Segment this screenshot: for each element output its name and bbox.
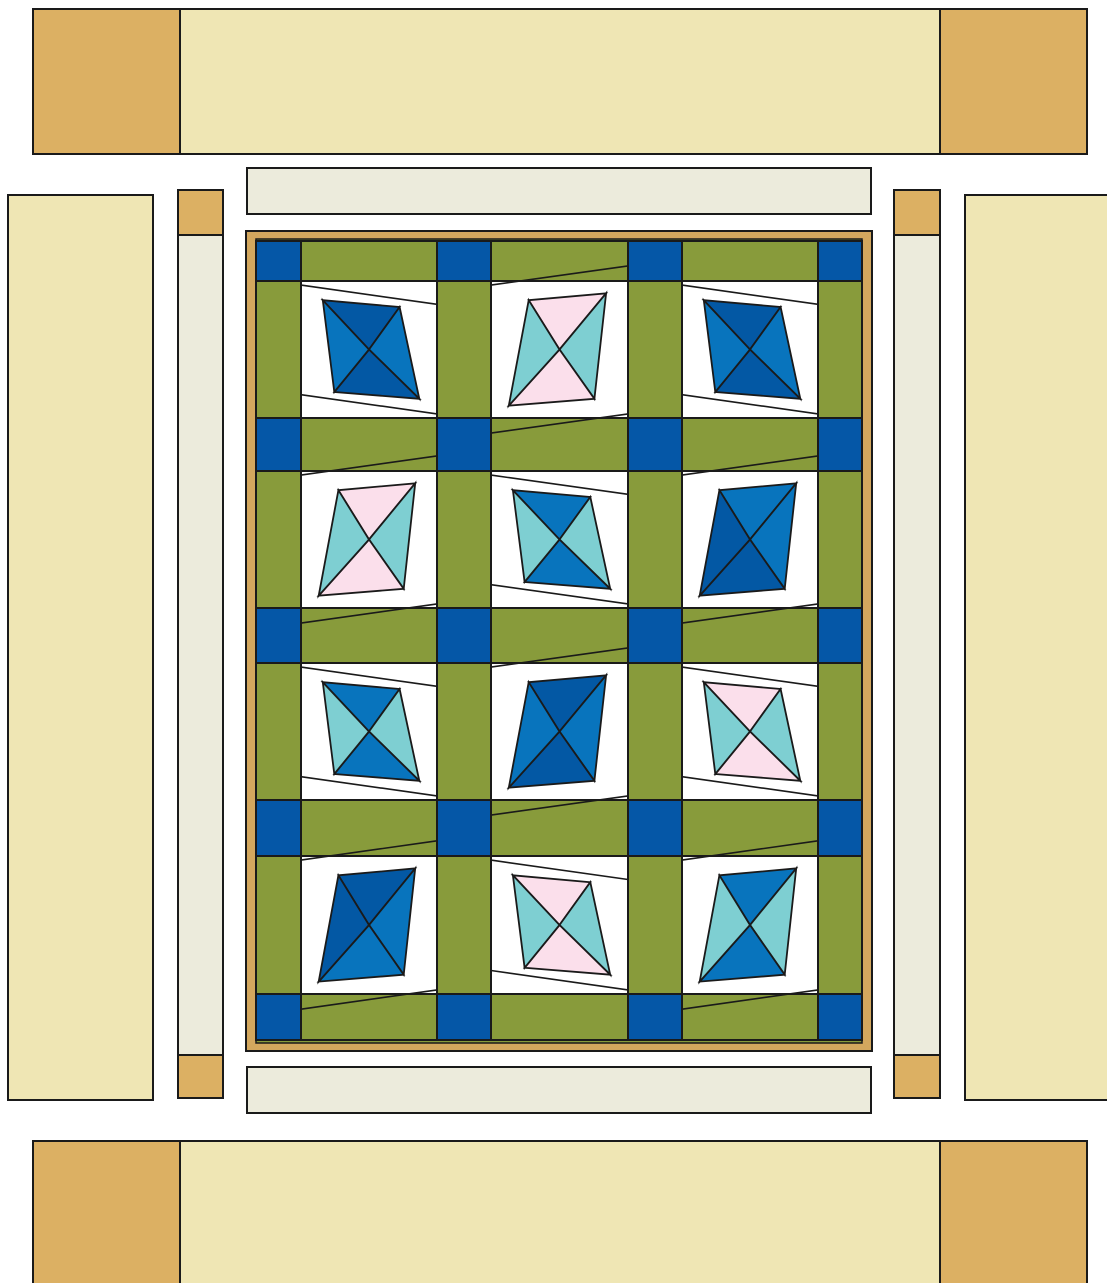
- cornerstone: [628, 241, 682, 281]
- cornerstone: [628, 994, 682, 1040]
- cornerstone: [256, 241, 301, 281]
- sashing-vertical: [256, 856, 301, 994]
- cornerstone: [818, 800, 862, 856]
- cornerstone: [818, 608, 862, 663]
- hourglass-block: [491, 471, 628, 608]
- sashing-vertical: [437, 281, 491, 418]
- sashing-horizontal: [682, 994, 818, 1040]
- cornerstone: [437, 241, 491, 281]
- cornerstone: [818, 418, 862, 471]
- cornerstone: [628, 800, 682, 856]
- hourglass-block: [682, 456, 818, 623]
- left-bottom-corner-square: [178, 1055, 223, 1098]
- right-outer-border: [965, 195, 1107, 1100]
- cornerstone: [437, 994, 491, 1040]
- sashing-vertical: [628, 663, 682, 800]
- right-bottom-corner-square: [894, 1055, 940, 1098]
- left-top-corner-square: [178, 190, 223, 235]
- hourglass-block: [491, 648, 628, 815]
- bottom-outer-border-unit: [33, 1141, 1087, 1283]
- sashing-vertical: [437, 856, 491, 994]
- sashing-horizontal: [682, 608, 818, 663]
- hourglass-block: [682, 281, 818, 418]
- cornerstone: [256, 994, 301, 1040]
- sashing-horizontal: [682, 241, 818, 281]
- sashing-vertical: [437, 471, 491, 608]
- cornerstone: [437, 608, 491, 663]
- top-outer-border: [180, 9, 940, 154]
- cornerstone: [256, 418, 301, 471]
- bottom-right-corner-square: [940, 1141, 1087, 1283]
- top-left-corner-square: [33, 9, 180, 154]
- top-outer-border-unit: [33, 9, 1087, 154]
- sashing-vertical: [818, 663, 862, 800]
- bottom-outer-border: [180, 1141, 940, 1283]
- hourglass-block: [301, 663, 437, 800]
- cornerstone: [256, 800, 301, 856]
- sashing-horizontal: [682, 800, 818, 856]
- sashing-vertical: [437, 663, 491, 800]
- right-inner-border-unit: [894, 190, 940, 1098]
- sashing-vertical: [256, 281, 301, 418]
- right-inner-border: [894, 235, 940, 1055]
- cornerstone: [256, 608, 301, 663]
- sashing-horizontal: [301, 241, 437, 281]
- hourglass-block: [491, 856, 628, 994]
- cornerstone: [818, 241, 862, 281]
- left-outer-border: [8, 195, 153, 1100]
- cornerstone: [628, 608, 682, 663]
- hourglass-block: [301, 281, 437, 418]
- sashing-horizontal: [491, 994, 628, 1040]
- cornerstone: [818, 994, 862, 1040]
- bottom-left-corner-square: [33, 1141, 180, 1283]
- hourglass-block: [301, 456, 437, 623]
- hourglass-block: [682, 841, 818, 1009]
- cornerstone: [437, 800, 491, 856]
- sashing-vertical: [818, 856, 862, 994]
- sashing-vertical: [628, 471, 682, 608]
- sashing-horizontal: [301, 608, 437, 663]
- sashing-horizontal: [301, 800, 437, 856]
- right-top-corner-square: [894, 190, 940, 235]
- sashing-vertical: [628, 856, 682, 994]
- top-inner-border: [247, 168, 871, 214]
- hourglass-block: [301, 841, 437, 1009]
- left-inner-border-unit: [178, 190, 223, 1098]
- sashing-vertical: [818, 471, 862, 608]
- sashing-vertical: [256, 471, 301, 608]
- sashing-horizontal: [301, 418, 437, 471]
- bottom-inner-border: [247, 1067, 871, 1113]
- sashing-vertical: [818, 281, 862, 418]
- sashing-horizontal: [682, 418, 818, 471]
- sashing-horizontal: [491, 608, 628, 663]
- hourglass-block: [682, 663, 818, 800]
- top-right-corner-square: [940, 9, 1087, 154]
- sashing-vertical: [628, 281, 682, 418]
- cornerstone: [437, 418, 491, 471]
- sashing-horizontal: [491, 800, 628, 856]
- sashing-vertical: [256, 663, 301, 800]
- hourglass-block: [491, 266, 628, 433]
- cornerstone: [628, 418, 682, 471]
- sashing-horizontal: [301, 994, 437, 1040]
- left-inner-border: [178, 235, 223, 1055]
- sashing-horizontal: [491, 418, 628, 471]
